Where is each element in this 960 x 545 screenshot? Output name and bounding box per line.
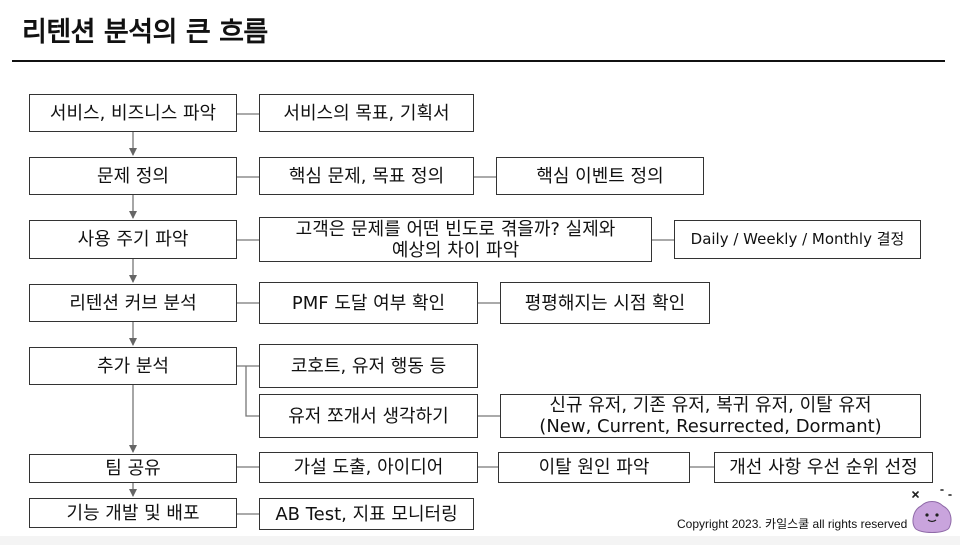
ditto-mascot-icon (912, 489, 952, 533)
detail-box: 이탈 원인 파악 (498, 452, 690, 483)
detail-box: 핵심 이벤트 정의 (496, 157, 704, 195)
copyright-text: Copyright 2023. 카일스쿨 all rights reserved (677, 517, 908, 531)
step-box: 리텐션 커브 분석 (29, 284, 237, 322)
detail-box: 유저 쪼개서 생각하기 (259, 394, 478, 438)
step-box: 문제 정의 (29, 157, 237, 195)
detail-box: 가설 도출, 아이디어 (259, 452, 478, 483)
title-divider (12, 60, 945, 62)
footer-band (0, 536, 960, 545)
step-box: 추가 분석 (29, 347, 237, 385)
detail-box: PMF 도달 여부 확인 (259, 282, 478, 324)
step-box: 서비스, 비즈니스 파악 (29, 94, 237, 132)
detail-box: 핵심 문제, 목표 정의 (259, 157, 474, 195)
detail-box: 고객은 문제를 어떤 빈도로 겪을까? 실제와 예상의 차이 파악 (259, 217, 652, 262)
detail-box: Daily / Weekly / Monthly 결정 (674, 220, 921, 259)
page-title: 리텐션 분석의 큰 흐름 (22, 17, 268, 48)
step-box: 기능 개발 및 배포 (29, 498, 237, 528)
detail-box: 코호트, 유저 행동 등 (259, 344, 478, 388)
step-box: 사용 주기 파악 (29, 220, 237, 259)
branch-connector (245, 366, 259, 417)
detail-box: AB Test, 지표 모니터링 (259, 498, 474, 530)
detail-box: 신규 유저, 기존 유저, 복귀 유저, 이탈 유저 (New, Current… (500, 394, 921, 438)
step-box: 팀 공유 (29, 454, 237, 483)
detail-box: 평평해지는 시점 확인 (500, 282, 710, 324)
detail-box: 개선 사항 우선 순위 선정 (714, 452, 933, 483)
detail-box: 서비스의 목표, 기획서 (259, 94, 474, 132)
